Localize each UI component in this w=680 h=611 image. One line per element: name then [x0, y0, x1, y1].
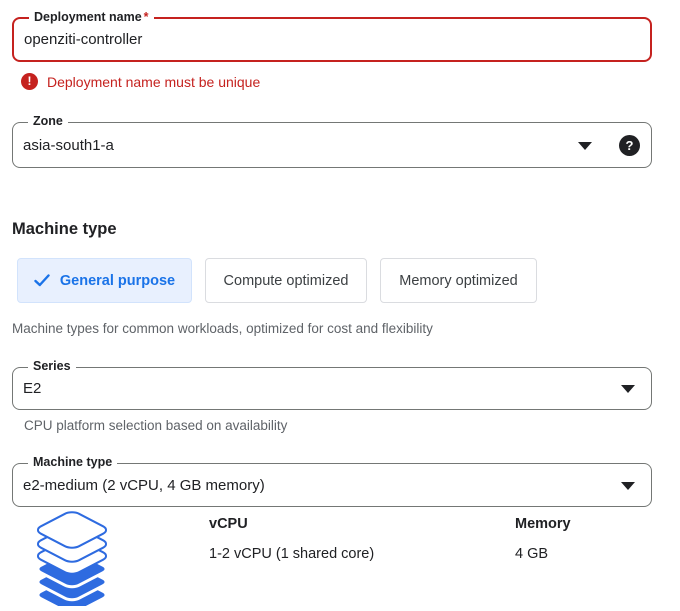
series-helper-text: CPU platform selection based on availabi…: [24, 418, 288, 433]
spec-value-memory: 4 GB: [515, 546, 549, 562]
required-asterisk: *: [143, 10, 149, 24]
tab-label: Compute optimized: [223, 272, 349, 289]
chevron-down-icon[interactable]: [621, 482, 635, 490]
spec-header-vcpu: vCPU: [209, 516, 248, 532]
tab-label: General purpose: [59, 272, 176, 289]
series-value: E2: [23, 380, 42, 397]
machine-type-label: Machine type: [28, 455, 118, 470]
deployment-name-input[interactable]: [14, 19, 629, 60]
tab-general-purpose[interactable]: General purpose: [17, 258, 192, 303]
exclamation-circle-icon: !: [21, 73, 38, 90]
machine-type-description: Machine types for common workloads, opti…: [12, 321, 433, 336]
spec-header-memory: Memory: [515, 516, 571, 532]
spec-value-vcpu: 1-2 vCPU (1 shared core): [209, 546, 375, 562]
tab-label: Memory optimized: [399, 272, 518, 289]
error-message: Deployment name must be unique: [47, 73, 261, 90]
deployment-name-error: ! Deployment name must be unique: [21, 73, 260, 90]
zone-value: asia-south1-a: [23, 136, 114, 154]
tab-compute-optimized[interactable]: Compute optimized: [205, 258, 367, 303]
chevron-down-icon[interactable]: [578, 142, 592, 150]
deployment-name-field[interactable]: Deployment name*: [12, 10, 652, 62]
machine-type-heading: Machine type: [12, 220, 117, 238]
chevron-down-icon[interactable]: [621, 385, 635, 393]
series-label: Series: [28, 359, 76, 374]
series-select[interactable]: Series E2: [12, 359, 652, 410]
machine-type-value: e2-medium (2 vCPU, 4 GB memory): [23, 476, 265, 494]
zone-label: Zone: [28, 114, 68, 129]
zone-select[interactable]: Zone asia-south1-a ?: [12, 114, 652, 168]
help-icon[interactable]: ?: [619, 135, 640, 156]
checkmark-icon: [34, 274, 50, 287]
machine-type-select[interactable]: Machine type e2-medium (2 vCPU, 4 GB mem…: [12, 455, 652, 507]
stacked-layers-icon: [30, 506, 115, 611]
machine-type-tabs: General purpose Compute optimized Memory…: [17, 258, 537, 303]
tab-memory-optimized[interactable]: Memory optimized: [380, 258, 537, 303]
